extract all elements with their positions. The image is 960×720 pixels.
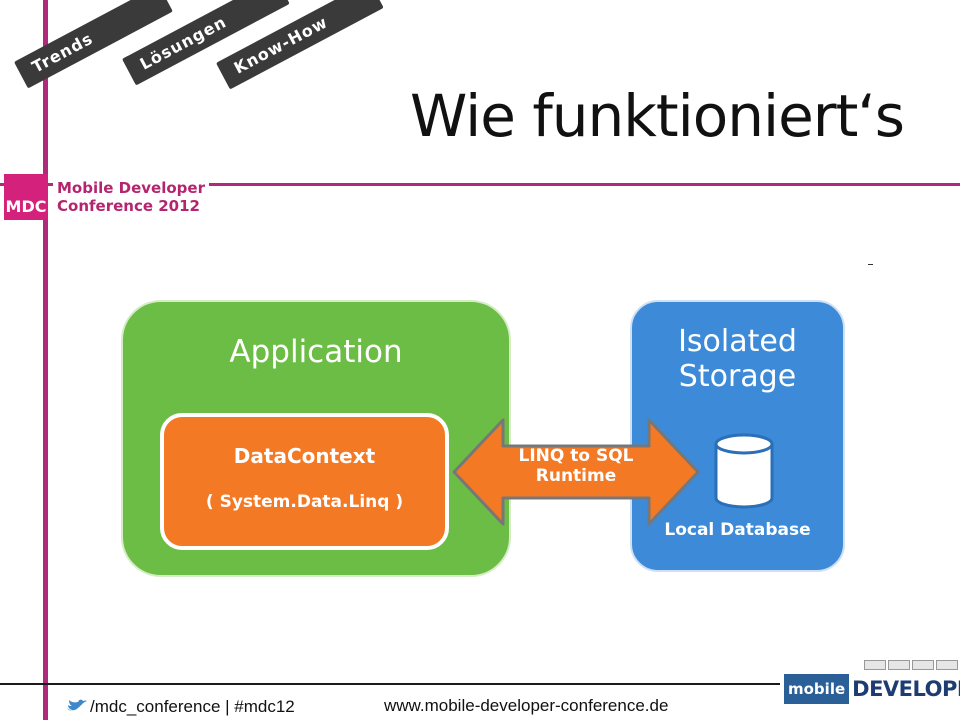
linq-line-1: LINQ to SQL: [518, 446, 634, 466]
header-divider: [0, 183, 960, 186]
magazine-covers-strip: [864, 660, 958, 670]
datacontext-title: DataContext: [233, 444, 376, 468]
datacontext-subtitle: ( System.Data.Linq ): [205, 492, 404, 512]
cover-thumbnail: [936, 660, 958, 670]
page-title: Wie funktioniert‘s: [410, 82, 905, 150]
application-box: Application DataContext ( System.Data.Li…: [121, 300, 511, 577]
cover-thumbnail: [864, 660, 886, 670]
social-footer: /mdc_conference | #mdc12: [66, 697, 295, 717]
left-accent-line: [43, 0, 48, 720]
conference-url[interactable]: www.mobile-developer-conference.de: [384, 696, 669, 715]
linq-to-sql-label: LINQ to SQL Runtime: [451, 446, 701, 486]
logo-line-1: Mobile Developer: [57, 179, 205, 197]
linq-line-2: Runtime: [535, 466, 617, 486]
brand-mobile: mobile: [784, 674, 850, 704]
isolated-storage-box: Isolated Storage Local Database: [630, 300, 845, 572]
isolated-storage-title-line-2: Storage: [678, 359, 797, 394]
social-handle: /mdc_conference | #mdc12: [90, 697, 295, 716]
twitter-bird-icon: [67, 699, 87, 711]
logo-text: Mobile Developer Conference 2012: [53, 179, 209, 215]
cover-thumbnail: [888, 660, 910, 670]
double-arrow-icon: [452, 418, 700, 526]
application-title: Application: [229, 334, 403, 370]
category-tabs: Trends Lösungen Know-How: [0, 0, 420, 90]
isolated-storage-title: Isolated Storage: [632, 324, 843, 394]
datacontext-box: DataContext ( System.Data.Linq ): [160, 413, 449, 550]
logo-line-2: Conference 2012: [57, 197, 200, 215]
stray-mark: [868, 264, 873, 265]
cover-thumbnail: [912, 660, 934, 670]
mobile-developer-wordmark: mobile DEVELOPER: [784, 674, 960, 704]
footer-divider: [0, 683, 780, 685]
local-database-label: Local Database: [664, 520, 811, 540]
brand-developer: DEVELOPER: [852, 677, 960, 701]
isolated-storage-title-line-1: Isolated: [678, 324, 797, 359]
mobile-developer-logo: mobile DEVELOPER: [784, 660, 960, 704]
database-icon: [714, 433, 774, 509]
mdc-logo: MDC Mobile Developer Conference 2012: [4, 174, 209, 220]
architecture-diagram: Application DataContext ( System.Data.Li…: [118, 297, 858, 587]
mdc-badge: MDC: [4, 174, 48, 220]
